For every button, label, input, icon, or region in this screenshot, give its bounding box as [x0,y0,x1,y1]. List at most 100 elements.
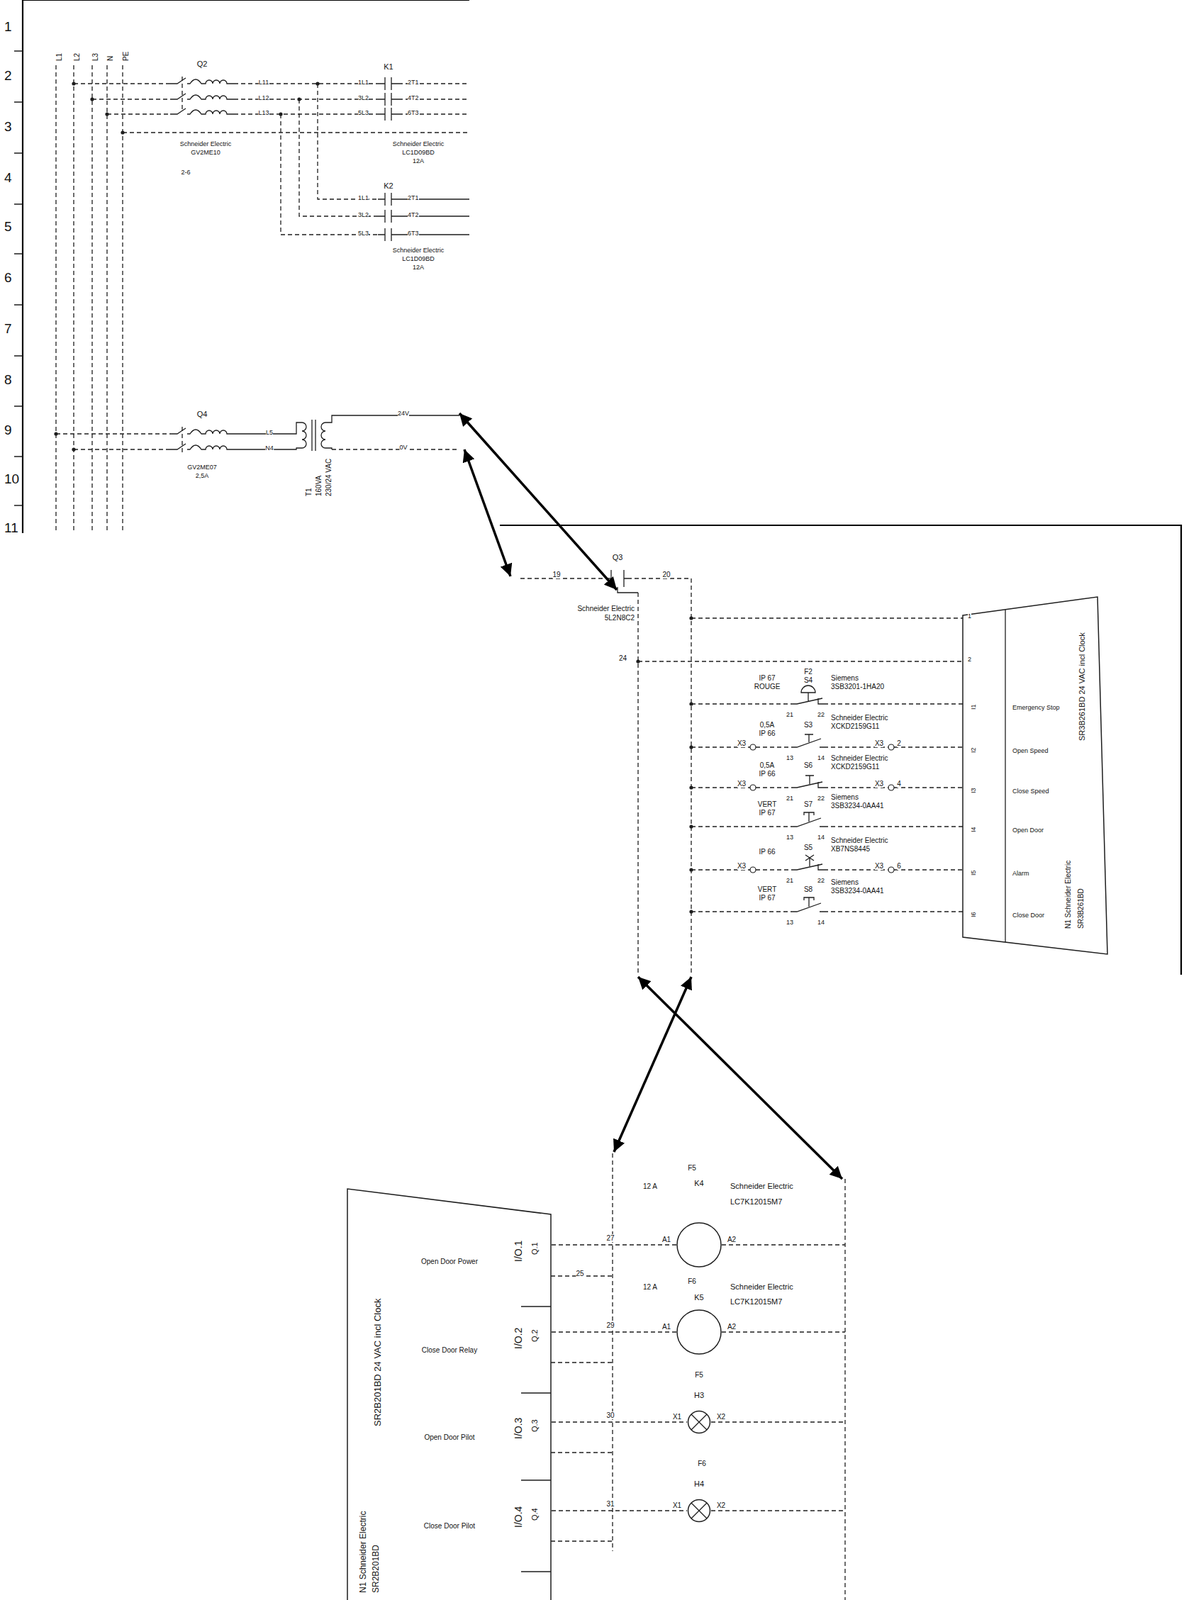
control-wire [551,1331,677,1333]
part-label: I/O.1 [512,1240,524,1262]
sheet-link-arrow [459,413,617,590]
label-holder: Siemens [830,670,859,684]
part-label: 22 [817,794,825,802]
label-holder: I5 [965,869,979,876]
node-text-holder: N1 Schneider Electric SR2B201BD [355,1493,383,1594]
label-holder: 22 [817,706,825,720]
part-label: IP 67 [758,894,775,902]
lamp-circle [688,1411,711,1434]
part-label: L2 [73,53,81,61]
part-label: F5 [694,1371,704,1379]
label-holder: 6T3 [407,225,420,239]
label-holder: Q.2 [527,1329,541,1343]
wire-label-holder: 27 [606,1230,614,1244]
part-label: 2T1 [407,78,420,86]
row-number: 3 [4,119,13,134]
label-holder: 4 [896,776,902,790]
label-holder: 2,5A [195,467,210,481]
label-holder: 5 [4,219,13,235]
node-label: SR3B261BD 24 VAC incl Clock [1077,632,1087,741]
part-label: X3 [874,739,884,748]
part-label: N4 [265,444,274,452]
breaker-symbol [170,422,303,450]
part-label: IP 66 [758,729,775,738]
part-label: L5 [265,428,273,437]
transformer-feed [56,433,171,450]
common-wire [550,1153,613,1552]
label-holder: 8 [4,372,13,388]
part-label: 230/24 VAC [324,458,333,497]
part-label: 14 [817,754,825,762]
sheet-link-arrow [464,449,511,577]
logic-module: SR2B201BD 24 VAC incl ClockN1 Schneider … [347,1188,552,1600]
part-label: ROUGE [754,682,781,691]
label-holder: S4 [803,672,813,686]
part-label: Q.1 [530,1242,539,1255]
part-label: Q.4 [530,1508,539,1521]
junction-dot [104,112,109,116]
part-label: X2 [716,1413,726,1421]
label-holder: I/O.1 [511,1240,525,1262]
label-holder: 14 [817,914,825,928]
part-label: 13 [786,754,794,762]
part-label: 21 [786,711,794,719]
lamp-circle [688,1500,711,1523]
terminal [888,744,895,751]
row-number: 7 [4,321,13,337]
emergency-stop-symbol [792,685,824,705]
coil-circle [677,1222,722,1267]
label-holder: N4 [265,440,274,454]
part-label: S5 [803,843,813,852]
part-label: 5L3 [358,109,369,117]
pilot-lamp-outline [687,1498,712,1523]
control-wire [551,1421,688,1423]
junction-dot [90,97,94,101]
part-label: IP 66 [758,847,775,856]
junction-dot [53,431,58,436]
part-label: A1 [662,1235,671,1244]
input-wires [691,704,963,912]
part-label: S4 [803,676,813,685]
label-holder: 1 [4,19,13,35]
junction-dot [689,867,693,872]
label-holder: F6 [687,1274,697,1287]
label-holder: LC7K12015M7 [730,1194,783,1208]
label-holder: VERT [757,796,778,810]
label-holder: 2 [4,68,13,84]
label-holder: 2 [967,651,972,665]
return-rail [711,1179,846,1600]
part-label: 12 A [643,1182,658,1191]
phase-wires [73,83,470,133]
supply-bus [56,65,123,534]
part-label: S6 [803,761,813,770]
label-holder: Q.3 [527,1419,541,1433]
part-label: 4T2 [407,211,420,219]
junction-dot [120,130,125,134]
part-label: 21 [786,877,794,885]
label-holder: I4 [965,826,979,833]
label-holder: 2-6 [180,164,191,178]
push-button-symbol [792,812,824,827]
part-label: 12 A [643,1283,658,1292]
output-separators [521,1306,551,1572]
label-holder: Schneider Electric [730,1279,794,1293]
part-label: K1 [383,62,393,71]
label-holder: X2 [716,1409,726,1423]
part-label: 14 [817,833,825,841]
part-label: Close Speed [1012,787,1050,795]
part-label: 24 [618,654,627,663]
label-holder: 10 [4,471,20,488]
part-label: XCKD2159G11 [830,762,880,771]
part-label: 0V [399,443,407,451]
branch-wires [280,83,378,235]
part-label: 22 [817,877,825,885]
part-label: A2 [727,1322,736,1331]
part-label: Close Door Relay [421,1346,478,1355]
breaker-symbol [170,77,234,115]
part-label: 20 [662,570,670,579]
relay-coil-outline [676,1309,722,1355]
label-holder: X3 [737,735,746,749]
node-label: H3 [694,1391,705,1400]
